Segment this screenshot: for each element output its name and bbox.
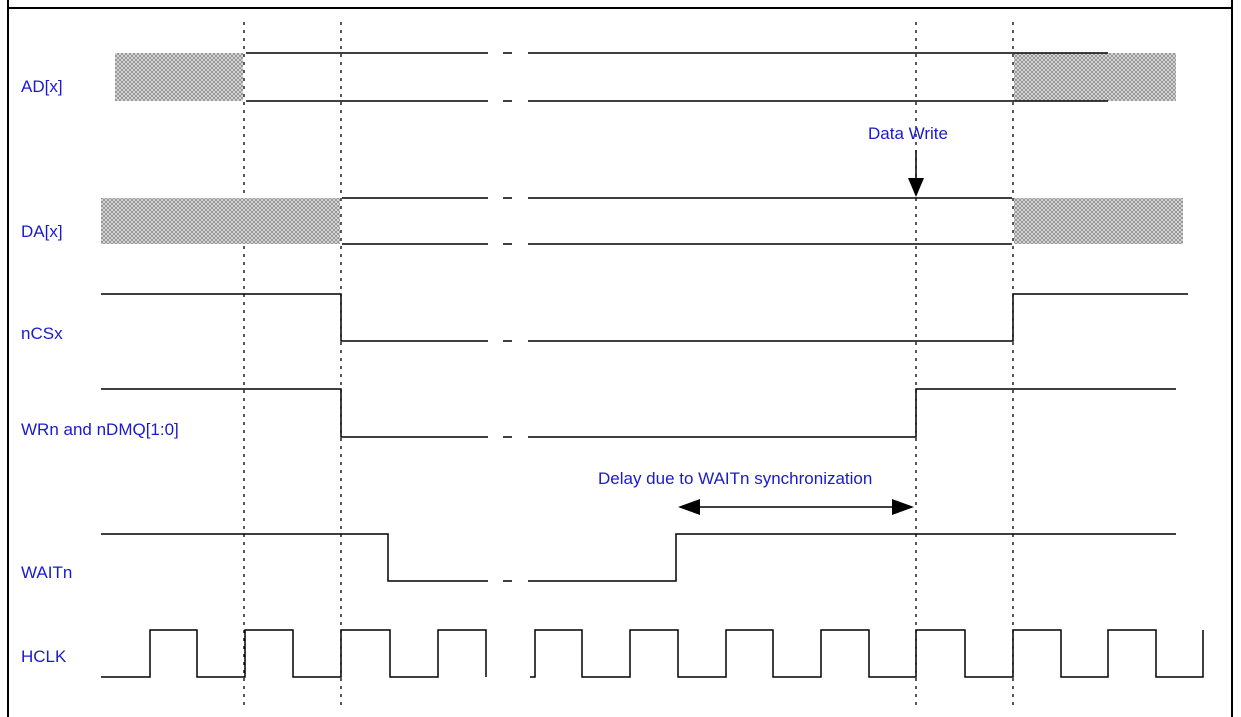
signal-label-wrn: WRn and nDMQ[1:0] <box>21 420 179 439</box>
timing-guides <box>243 22 1014 705</box>
signal-waitn-waveform <box>101 533 1176 582</box>
data-write-arrow <box>908 150 924 197</box>
signal-ncs-waveform <box>101 293 1188 342</box>
signal-label-da: DA[x] <box>21 222 63 241</box>
signal-label-ncs: nCSx <box>21 324 63 343</box>
data-write-label: Data Write <box>868 124 948 143</box>
wait-delay-label: Delay due to WAITn synchronization <box>598 469 872 488</box>
signal-ad-waveform <box>115 52 1176 102</box>
ad-hatch-left <box>115 53 243 101</box>
ad-hatch-right <box>1014 53 1176 101</box>
da-hatch-right <box>1014 198 1183 244</box>
signal-da-waveform <box>101 197 1183 245</box>
wait-delay-arrow <box>678 499 914 515</box>
signal-wrn-waveform <box>101 388 1176 438</box>
signal-hclk-waveform <box>101 629 1204 678</box>
da-hatch-left <box>101 198 340 244</box>
signal-label-waitn: WAITn <box>21 563 72 582</box>
signal-label-ad: AD[x] <box>21 77 63 96</box>
diagram-frame <box>7 0 1233 717</box>
signal-label-hclk: HCLK <box>21 647 67 666</box>
